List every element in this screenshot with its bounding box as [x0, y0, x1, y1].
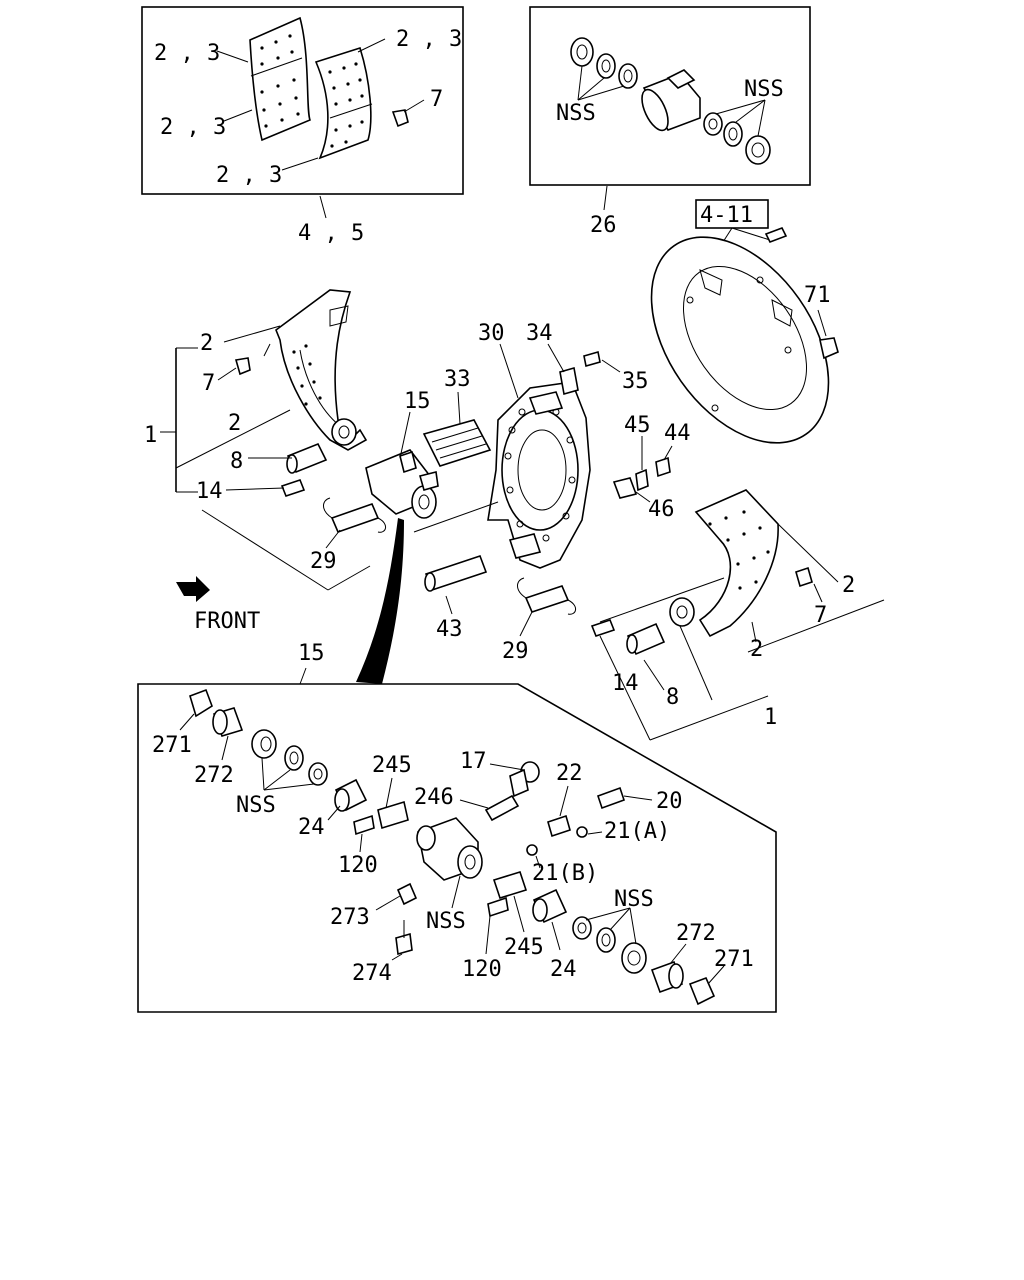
label-d-246: 246	[414, 785, 454, 810]
label-left-1: 1	[144, 423, 157, 448]
label-d-24-b: 24	[550, 957, 577, 982]
right-shoe-assembly: 2 7 2 14 8 1	[590, 489, 885, 741]
label-front: FRONT	[194, 609, 260, 634]
cylinder-kit-inset: NSS NSS 26	[529, 6, 811, 238]
label-d-272-r: 272	[676, 921, 716, 946]
label-cyl-26: 26	[590, 213, 617, 238]
detail-inset-15: 15 271 272 NSS 24 245 120	[137, 641, 777, 1013]
dust-shield-outer	[650, 236, 830, 444]
label-ref-4-11: 4-11	[700, 203, 753, 228]
label-d-21b: 21(B)	[532, 861, 598, 886]
label-d-120-l: 120	[338, 853, 378, 878]
label-plug-71: 71	[804, 283, 831, 308]
lining-inset: 2 , 3 2 , 3 2 , 3 7 2 , 3 4 , 5	[141, 6, 464, 246]
label-d-245-b: 245	[504, 935, 544, 960]
label-right-1: 1	[764, 705, 777, 730]
cylinder-kit-frame	[529, 6, 811, 186]
label-bolt-35: 35	[622, 369, 649, 394]
label-left-14: 14	[196, 479, 223, 504]
label-right-2b: 2	[750, 637, 763, 662]
label-left-29: 29	[310, 549, 337, 574]
left-lining-shape	[249, 16, 312, 142]
clip-34	[559, 366, 579, 396]
detail-inset-frame	[137, 683, 777, 1013]
lining-inset-frame	[141, 6, 464, 195]
label-nss-a: NSS	[556, 101, 596, 126]
label-d-273: 273	[330, 905, 370, 930]
front-arrow-icon	[176, 576, 210, 602]
label-d-20: 20	[656, 789, 683, 814]
label-d-24-l: 24	[298, 815, 325, 840]
label-d-nss-r: NSS	[614, 887, 654, 912]
wheel-cylinder-15: 15	[356, 389, 439, 684]
front-indicator: FRONT	[176, 576, 260, 634]
label-d-272-l: 272	[194, 763, 234, 788]
dust-shield: 4-11 71	[650, 199, 839, 444]
pin-14-right	[590, 619, 616, 637]
spring-29-center	[524, 585, 570, 613]
label-d-nss-l: NSS	[236, 793, 276, 818]
spring-29-left	[330, 502, 380, 534]
label-lining-r2: 2 , 3	[216, 163, 282, 188]
label-right-8: 8	[666, 685, 679, 710]
label-nss-b: NSS	[744, 77, 784, 102]
label-assy-4-5: 4 , 5	[298, 221, 364, 246]
plug-71-icon	[819, 337, 839, 360]
label-plate-30: 30	[478, 321, 505, 346]
label-pin-43: 43	[436, 617, 463, 642]
label-part-46: 46	[648, 497, 675, 522]
label-right-7: 7	[814, 603, 827, 628]
label-part-45: 45	[624, 413, 651, 438]
label-right-2a: 2	[842, 573, 855, 598]
label-left-8: 8	[230, 449, 243, 474]
label-right-14: 14	[612, 671, 639, 696]
label-d-22: 22	[556, 761, 583, 786]
detail-pointer-arrow	[356, 518, 404, 684]
label-lining-r1: 2 , 3	[396, 27, 462, 52]
label-detail-15: 15	[298, 641, 325, 666]
label-lining-l1: 2 , 3	[154, 41, 220, 66]
label-left-2a: 2	[200, 331, 213, 356]
label-pad-33: 33	[444, 367, 471, 392]
label-spring-29: 29	[502, 639, 529, 664]
label-nut-44: 44	[664, 421, 691, 446]
bolt-35	[583, 350, 601, 368]
left-shoe-assembly: 2 7 1 2 8 14 29	[144, 289, 386, 591]
label-d-271-l: 271	[152, 733, 192, 758]
label-wc-15: 15	[404, 389, 431, 414]
label-d-21a: 21(A)	[604, 819, 670, 844]
label-rivet-7-top: 7	[430, 87, 443, 112]
label-d-271-r: 271	[714, 947, 754, 972]
pin-14	[280, 479, 306, 497]
rivet-icon	[391, 109, 409, 128]
label-clip-34: 34	[526, 321, 553, 346]
backing-plate: 33 30 34 35 45 44 46	[413, 321, 691, 664]
label-d-274: 274	[352, 961, 392, 986]
pad-33	[422, 419, 492, 467]
label-d-17: 17	[460, 749, 487, 774]
right-lining-shape	[314, 46, 372, 160]
label-lining-l2: 2 , 3	[160, 115, 226, 140]
label-d-245-t: 245	[372, 753, 412, 778]
label-left-2b: 2	[228, 411, 241, 436]
label-d-120-b: 120	[462, 957, 502, 982]
label-left-7: 7	[202, 371, 215, 396]
label-d-nss-c: NSS	[426, 909, 466, 934]
